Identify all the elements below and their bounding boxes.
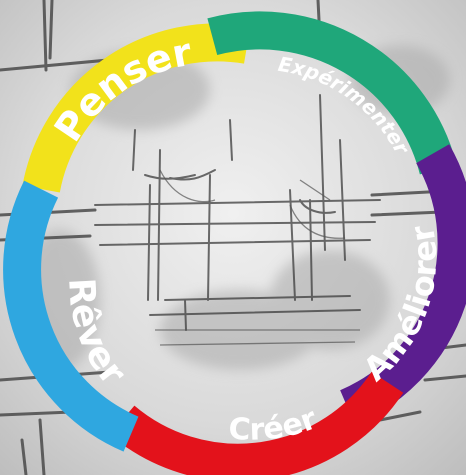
- creative-cycle-diagram: Penser Expérimenter Améliorer Créer Rêve…: [0, 0, 466, 475]
